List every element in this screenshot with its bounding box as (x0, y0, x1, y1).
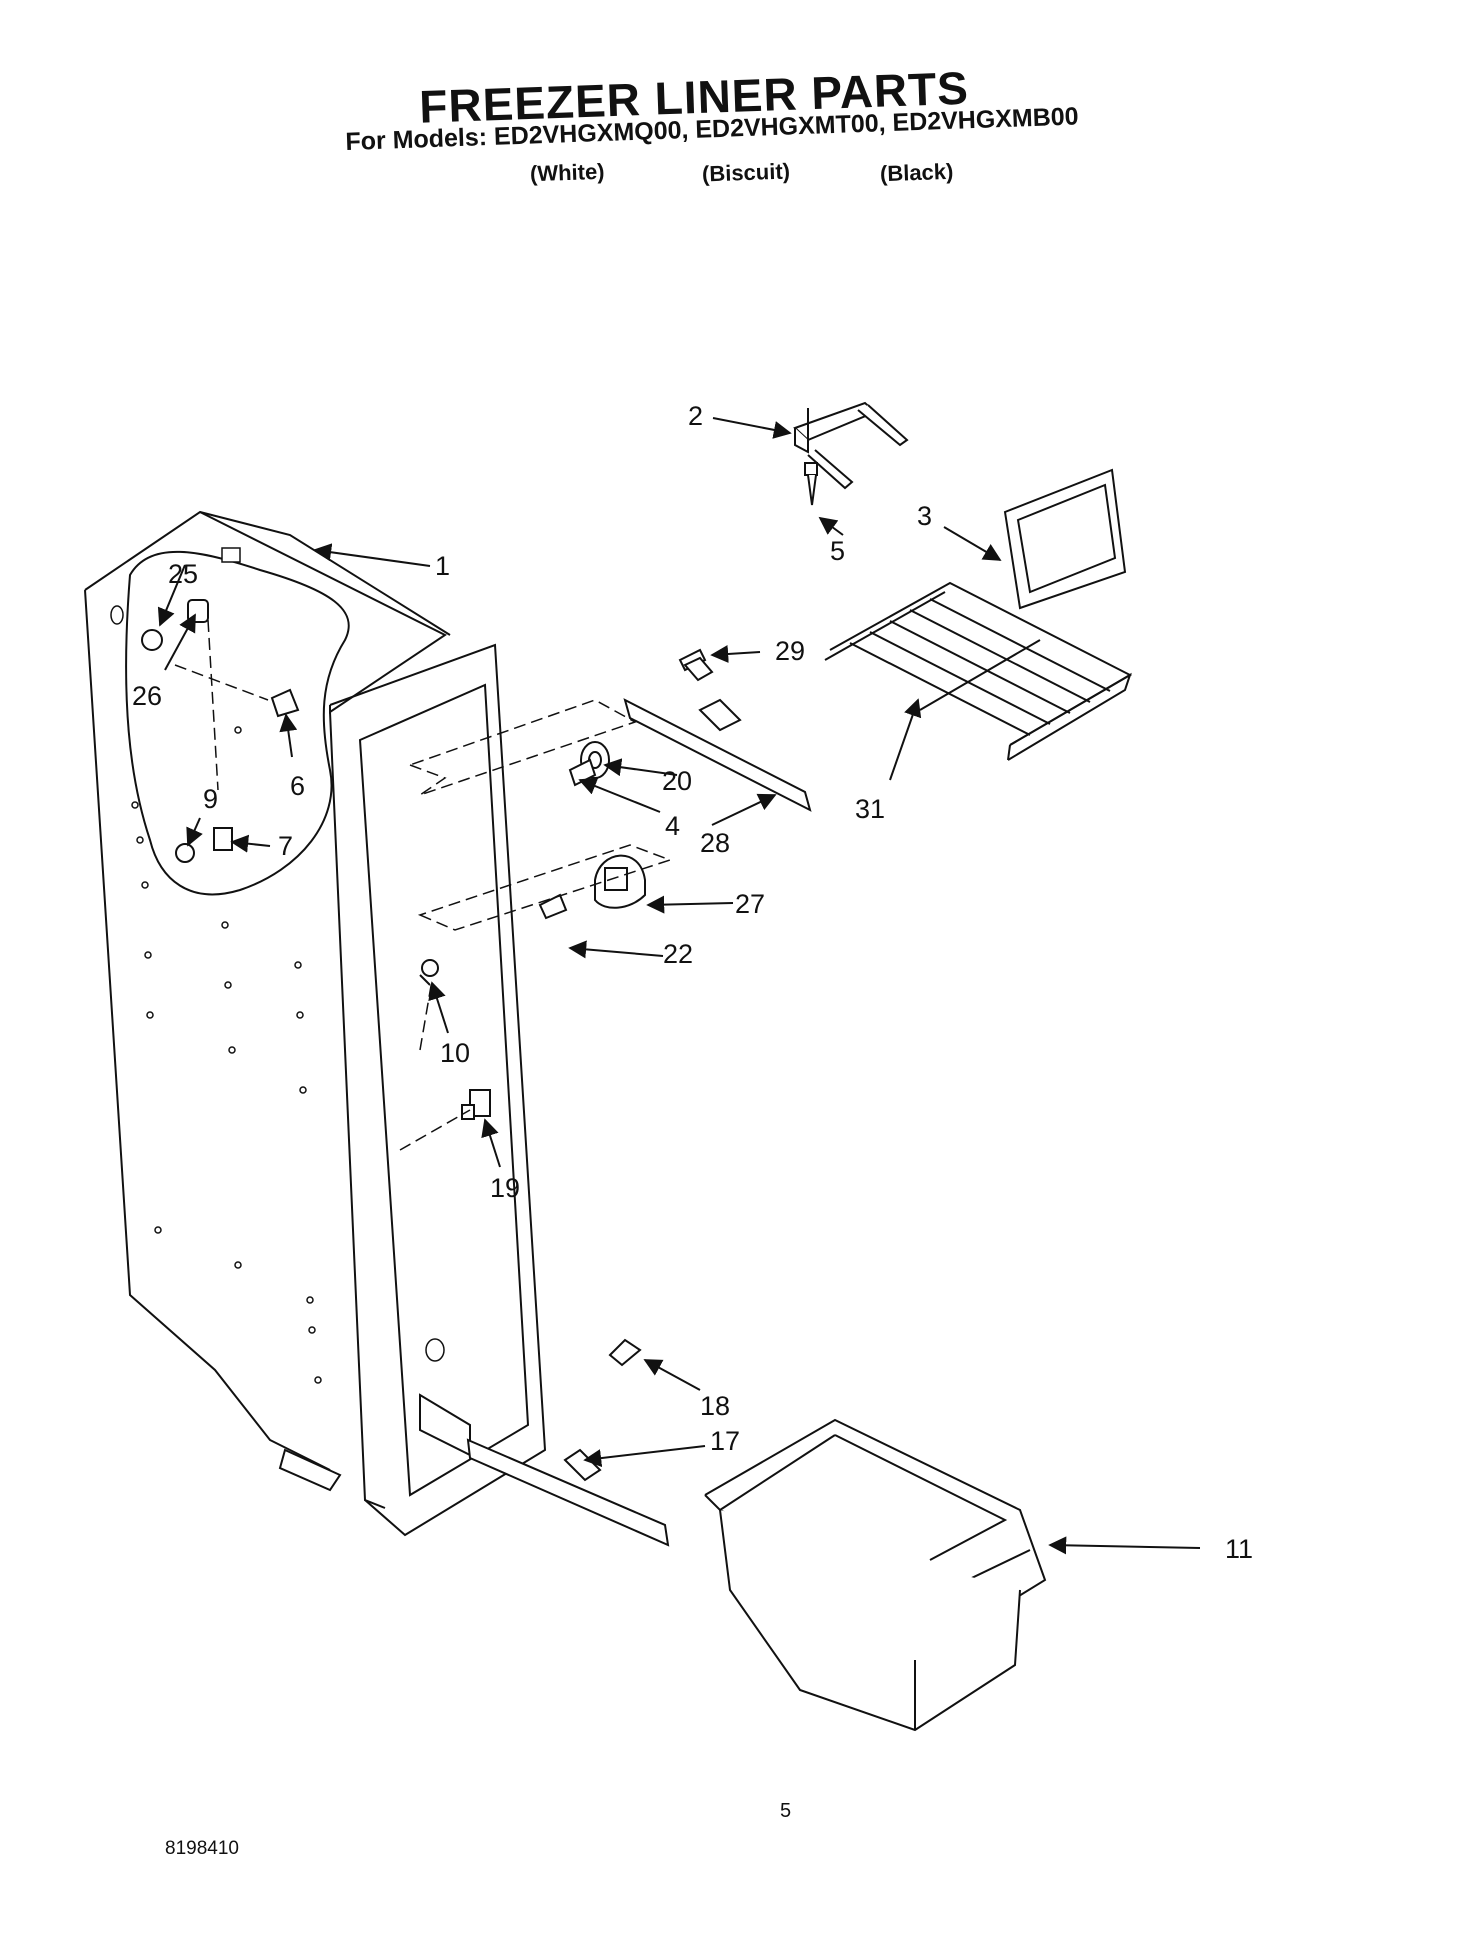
freezer-liner (84, 510, 547, 1537)
callout-6: 6 (290, 771, 305, 801)
part-31-shelf (824, 581, 1133, 761)
callout-29: 29 (775, 636, 805, 666)
callout-1: 1 (435, 551, 450, 581)
part-28-rail (623, 698, 812, 812)
part-5-screw (804, 462, 818, 506)
callout-22: 22 (663, 939, 693, 969)
callout-5: 5 (830, 536, 845, 566)
document-number: 8198410 (165, 1838, 239, 1859)
callout-31: 31 (855, 794, 885, 824)
callout-25: 25 (168, 559, 198, 589)
part-17-rail (466, 1438, 670, 1547)
liner-holes (110, 547, 445, 1384)
part-18-screw (608, 1338, 642, 1367)
callout-18: 18 (700, 1391, 730, 1421)
callout-9: 9 (203, 784, 218, 814)
callout-26: 26 (132, 681, 162, 711)
callout-3: 3 (917, 501, 932, 531)
callout-20: 20 (662, 766, 692, 796)
part-29-screw (678, 648, 714, 682)
callout-7: 7 (278, 831, 293, 861)
callout-27: 27 (735, 889, 765, 919)
part-19-clip (461, 1089, 491, 1120)
part-2-bracket (793, 401, 909, 490)
part-10-fastener (419, 959, 439, 986)
callout-17: 17 (710, 1426, 740, 1456)
part-20-spacer (568, 741, 610, 787)
callout-leaders (157, 417, 1201, 1555)
callout-2: 2 (688, 401, 703, 431)
part-22-screw (538, 893, 568, 920)
callout-10: 10 (440, 1038, 470, 1068)
callout-19: 19 (490, 1173, 520, 1203)
cutaway-parts (141, 599, 300, 863)
callout-28: 28 (700, 828, 730, 858)
callout-4: 4 (665, 811, 680, 841)
page-number: 5 (780, 1800, 792, 1822)
part-11-bin (704, 1418, 1047, 1732)
part-3-panel (1003, 468, 1127, 610)
part-27-bracket (594, 854, 646, 909)
callout-11: 11 (1225, 1534, 1253, 1564)
callout-labels: 1 2 3 4 5 6 7 9 10 11 17 18 19 20 22 25 … (132, 401, 1253, 1564)
